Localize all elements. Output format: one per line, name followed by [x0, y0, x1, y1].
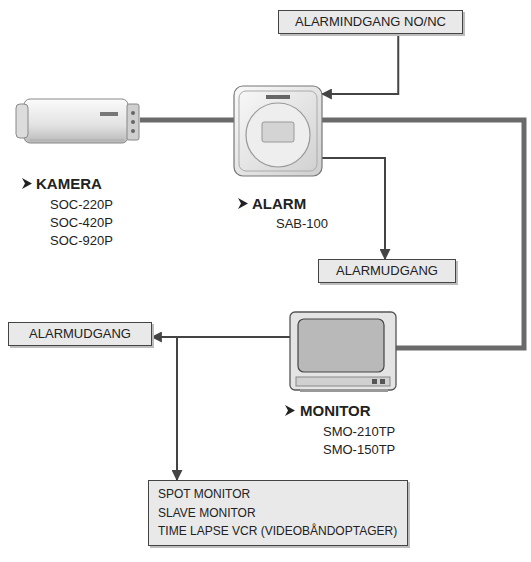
camera-body — [24, 99, 128, 143]
box-label: ALARMUDGANG — [29, 326, 131, 342]
camera-seam — [30, 140, 124, 141]
monitor-button — [372, 379, 377, 384]
bullet-arrow — [238, 198, 248, 209]
box-label: ALARMUDGANG — [336, 263, 438, 279]
output-box: ALARMUDGANG — [8, 322, 152, 346]
video-cable — [140, 118, 234, 123]
alarm-window — [262, 122, 294, 142]
monitor-node: MONITOR SMO-210TP SMO-150TP — [278, 306, 403, 461]
model-number: SOC-920P — [50, 233, 113, 249]
alarm-node: ALARM SAB-100 — [228, 82, 338, 235]
device-heading: ALARM — [252, 195, 306, 214]
signal-arrow — [177, 337, 290, 480]
camera-lens-hood — [16, 104, 28, 138]
monitor-button — [380, 379, 385, 384]
bullet-arrow — [22, 178, 32, 189]
input-box: ALARMINDGANG NO/NC — [278, 10, 463, 34]
box-label: SPOT MONITOR — [158, 485, 250, 504]
monitor-panel — [296, 377, 390, 386]
model-number: SAB-100 — [276, 216, 328, 232]
signal-arrow — [322, 34, 398, 94]
device-list-box: SPOT MONITORSLAVE MONITORTIME LAPSE VCR … — [148, 480, 408, 546]
camera-rear — [127, 104, 139, 140]
output-box: ALARMUDGANG — [318, 259, 456, 283]
monitor-illustration — [290, 312, 396, 392]
camera-connector — [131, 120, 135, 124]
monitor-screen — [298, 319, 384, 372]
box-label: ALARMINDGANG NO/NC — [295, 14, 446, 30]
illustration-area — [234, 86, 322, 176]
box-label: TIME LAPSE VCR (VIDEOBÅNDOPTAGER) — [158, 522, 397, 541]
device-heading: KAMERA — [36, 175, 102, 194]
camera-connector — [131, 129, 135, 133]
camera-illustration — [16, 99, 139, 143]
alarm-frame — [239, 91, 317, 171]
device-heading: MONITOR — [300, 402, 371, 421]
alarm-housing — [234, 86, 322, 176]
alarm-illustration — [234, 86, 322, 176]
camera-node: KAMERA SOC-220P SOC-420P SOC-920P — [12, 90, 152, 252]
illustration-area — [15, 95, 140, 148]
model-number: SOC-220P — [50, 197, 113, 213]
monitor-base — [300, 389, 388, 392]
model-number: SMO-150TP — [323, 442, 395, 458]
model-number: SOC-420P — [50, 215, 113, 231]
illustration-area — [290, 312, 396, 392]
model-number: SMO-210TP — [323, 424, 395, 440]
camera-badge — [100, 112, 118, 116]
bullet-arrow — [285, 405, 295, 416]
alarm-dial — [246, 103, 310, 167]
monitor-casing — [290, 312, 396, 390]
camera-connector — [131, 111, 135, 115]
alarm-logo — [266, 95, 290, 99]
box-label: SLAVE MONITOR — [158, 504, 256, 523]
signal-arrow — [322, 158, 385, 259]
